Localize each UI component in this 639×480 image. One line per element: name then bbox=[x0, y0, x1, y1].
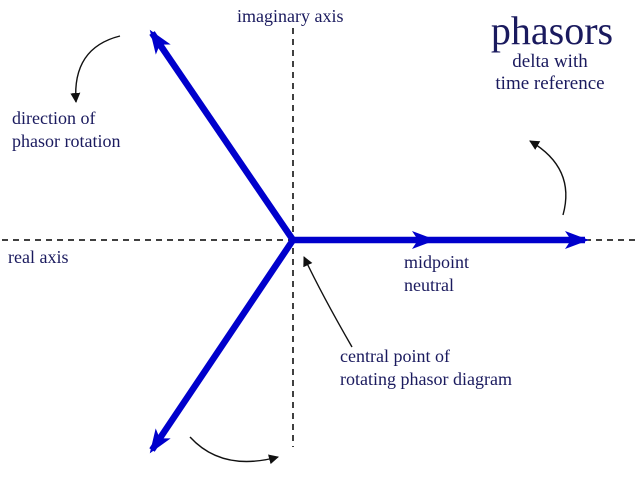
central-point-label-line2: rotating phasor diagram bbox=[340, 369, 512, 389]
midpoint-label-line1: midpoint bbox=[404, 252, 469, 272]
phasor-lower-left bbox=[149, 238, 296, 454]
rotation-arrow-top-left bbox=[70, 35, 121, 103]
rotation-arrow-bottom bbox=[189, 436, 279, 465]
phasor-upper-left bbox=[149, 29, 296, 242]
real-axis-label: real axis bbox=[8, 247, 68, 267]
diagram-title: phasors bbox=[491, 8, 613, 53]
imaginary-axis-label: imaginary axis bbox=[237, 6, 343, 26]
central-point-label-line1: central point of bbox=[340, 346, 450, 366]
central-point-pointer-arrow bbox=[303, 256, 353, 348]
diagram-subtitle-line1: delta with bbox=[512, 51, 588, 72]
midpoint-label-line2: neutral bbox=[404, 275, 454, 295]
direction-label-line1: direction of bbox=[12, 108, 95, 128]
rotation-arrow-right bbox=[529, 140, 567, 216]
direction-label-line2: phasor rotation bbox=[12, 131, 120, 151]
diagram-subtitle-line2: time reference bbox=[495, 73, 604, 94]
